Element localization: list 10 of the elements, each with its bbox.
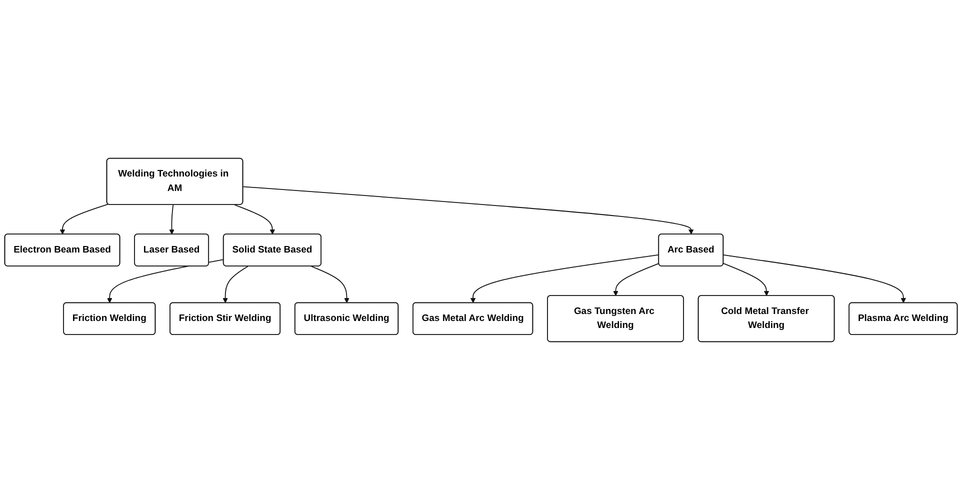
arrow bbox=[60, 204, 109, 235]
arrow bbox=[169, 204, 174, 235]
arrow bbox=[310, 266, 350, 304]
arrow bbox=[234, 204, 275, 235]
arrow bbox=[222, 266, 248, 304]
arrow bbox=[723, 263, 770, 296]
arrow bbox=[242, 186, 694, 235]
arrow bbox=[613, 263, 660, 296]
arrow bbox=[723, 254, 906, 304]
arrow bbox=[470, 254, 660, 304]
